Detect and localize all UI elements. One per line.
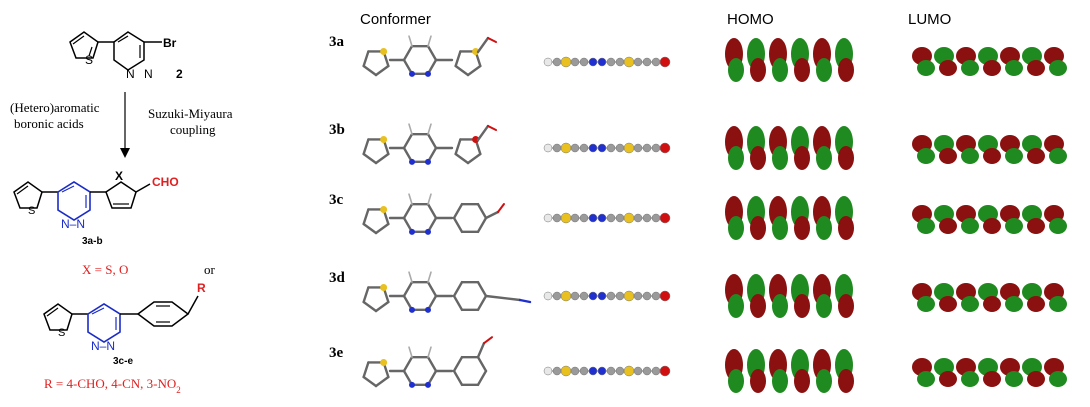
heteroatom-x-label: X [115, 169, 123, 183]
header-conformer: Conformer [360, 11, 431, 28]
x-substituents: X = S, O [82, 262, 128, 277]
compound-label-3c-e: 3c-e [113, 356, 133, 367]
conformer-structure [362, 123, 497, 165]
sulfur-label: S [28, 205, 35, 217]
side-view [543, 290, 671, 302]
sulfur-label: S [58, 327, 65, 339]
r-group-label: R [197, 281, 206, 295]
compound-label: 3d [329, 270, 346, 286]
nitrogen-label: N [126, 67, 135, 81]
side-view [543, 212, 671, 224]
nitrogen-label: N [144, 67, 153, 81]
row-3d: 3d [329, 270, 1067, 318]
homo-orbital [725, 38, 854, 82]
aldehyde-label: CHO [152, 175, 179, 189]
lumo-orbital [912, 283, 1067, 312]
diaza-label: N–N [61, 217, 85, 231]
side-view [543, 365, 671, 377]
lumo-orbital [912, 205, 1067, 234]
lumo-orbital [912, 358, 1067, 387]
compound-label-2: 2 [176, 67, 183, 81]
reagent-line-1: (Hetero)aromatic [10, 100, 100, 115]
header-homo: HOMO [727, 11, 774, 28]
conformer-structure [362, 271, 532, 313]
conformer-structure [362, 35, 497, 77]
starting-material-2: S N N Br 2 [69, 31, 183, 81]
header-lumo: LUMO [908, 11, 951, 28]
homo-orbital [725, 126, 854, 170]
or-label: or [204, 262, 216, 277]
condition-line-2: coupling [170, 122, 216, 137]
row-3b: 3b [329, 122, 1067, 170]
conformer-structure [362, 336, 493, 388]
bromine-label: Br [163, 36, 177, 50]
condition-line-1: Suzuki-Miyaura [148, 106, 233, 121]
reaction-arrow: (Hetero)aromatic boronic acids Suzuki-Mi… [10, 92, 233, 158]
side-view [543, 56, 671, 68]
homo-orbital [725, 349, 854, 393]
compound-label: 3e [329, 345, 344, 361]
conformer-structure [362, 193, 505, 235]
product-3c-e: S N–N R 3c-e [43, 281, 206, 367]
sulfur-label: S [85, 53, 93, 67]
reagent-line-2: boronic acids [14, 116, 84, 131]
r-substituents: R = 4-CHO, 4-CN, 3-NO2 [44, 376, 181, 395]
row-3a: 3a [329, 34, 1067, 82]
row-3c: 3c [329, 192, 1067, 240]
lumo-orbital [912, 47, 1067, 76]
row-3e: 3e [329, 336, 1067, 393]
side-view [543, 142, 671, 154]
compound-label-3a-b: 3a-b [82, 236, 103, 247]
homo-orbital [725, 274, 854, 318]
compound-label: 3c [329, 192, 344, 208]
homo-orbital [725, 196, 854, 240]
compound-label: 3b [329, 122, 345, 138]
compound-label: 3a [329, 34, 345, 50]
product-3a-b: S N–N X CHO 3a-b [13, 169, 179, 247]
lumo-orbital [912, 135, 1067, 164]
conformer-rows: 3a 3b 3c 3d 3e [329, 34, 1067, 393]
diaza-label: N–N [91, 339, 115, 353]
